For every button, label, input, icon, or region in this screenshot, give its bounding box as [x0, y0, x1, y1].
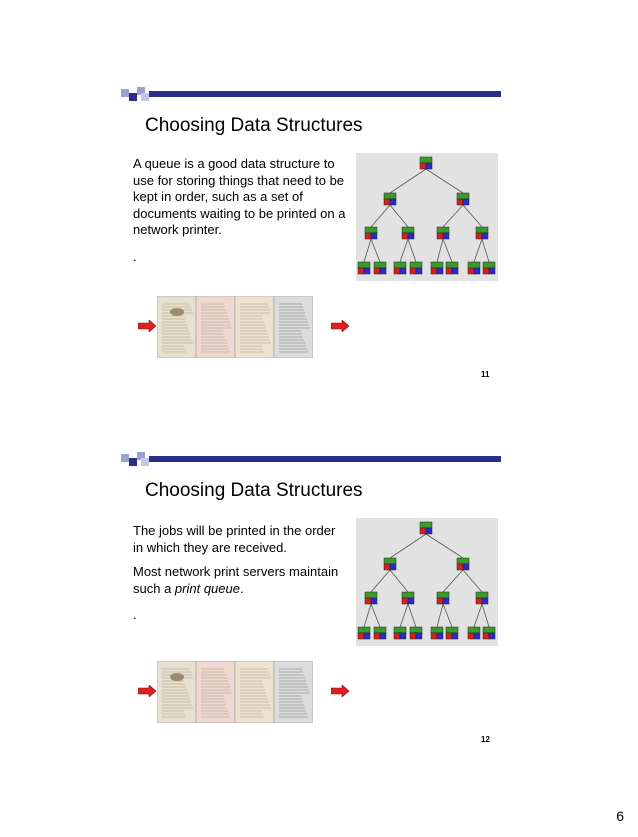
tree-edge: [389, 533, 427, 559]
arrow-right-icon: [330, 684, 350, 698]
tree-node: [419, 521, 433, 535]
tree-node: [436, 226, 450, 240]
slide-12: Choosing Data Structures The jobs will b…: [0, 365, 638, 765]
tree-edge: [473, 238, 483, 263]
slide-body: The jobs will be printed in the order in…: [133, 523, 348, 632]
binary-tree-diagram: [356, 153, 498, 281]
tree-node: [373, 626, 387, 640]
print-queue-term: print queue: [174, 580, 240, 596]
document-page: [273, 661, 314, 723]
title-decoration: [121, 450, 501, 466]
tree-node: [373, 261, 387, 275]
arrow-right-icon: [137, 319, 157, 333]
tree-node: [430, 261, 444, 275]
tree-node: [482, 626, 496, 640]
tree-node: [419, 156, 433, 170]
tree-edge: [425, 533, 464, 559]
tree-node: [393, 261, 407, 275]
tree-node: [401, 591, 415, 605]
tree-edge: [399, 603, 409, 628]
title-decoration: [121, 85, 501, 101]
tree-node: [393, 626, 407, 640]
tree-edge: [370, 204, 391, 228]
body-paragraph: Most network print servers maintain such…: [133, 564, 339, 596]
body-dot: .: [133, 248, 137, 264]
tree-edge: [370, 569, 391, 593]
tree-node: [445, 261, 459, 275]
tree-node: [383, 192, 397, 206]
document-page: [157, 661, 197, 723]
tree-edge: [363, 238, 372, 263]
tree-edge: [462, 204, 483, 228]
tree-node: [409, 261, 423, 275]
tree-edge: [481, 603, 490, 628]
page-number: 6: [616, 808, 624, 824]
tree-edge: [473, 603, 483, 628]
tree-edge: [442, 204, 464, 228]
tree-edge: [462, 569, 483, 593]
tree-node: [467, 261, 481, 275]
tree-edge: [399, 238, 409, 263]
tree-node: [445, 626, 459, 640]
tree-edge: [436, 603, 444, 628]
tree-node: [364, 591, 378, 605]
document-page: [195, 296, 236, 358]
document-page: [157, 296, 197, 358]
tree-edge: [442, 569, 464, 593]
tree-edge: [425, 168, 464, 194]
tree-node: [364, 226, 378, 240]
body-dot: .: [133, 607, 137, 622]
tree-node: [401, 226, 415, 240]
document-page: [234, 296, 275, 358]
tree-node: [430, 626, 444, 640]
document-queue-image: [157, 296, 349, 358]
binary-tree-diagram: [356, 518, 498, 646]
tree-edge: [407, 603, 417, 628]
tree-edge: [389, 168, 427, 194]
arrow-right-icon: [137, 684, 157, 698]
tree-edge: [436, 238, 444, 263]
tree-edge: [370, 603, 381, 628]
tree-node: [482, 261, 496, 275]
tree-edge: [442, 603, 453, 628]
arrow-right-icon: [330, 319, 350, 333]
document-queue-image: [157, 661, 349, 723]
tree-node: [357, 626, 371, 640]
tree-node: [475, 226, 489, 240]
slide-title: Choosing Data Structures: [145, 480, 363, 501]
tree-node: [436, 591, 450, 605]
slide-title: Choosing Data Structures: [145, 115, 363, 136]
slide-number: 11: [481, 370, 490, 379]
body-paragraph: A queue is a good data structure to use …: [133, 156, 346, 237]
tree-edge: [442, 238, 453, 263]
document-page: [234, 661, 275, 723]
slide-11: Choosing Data Structures A queue is a go…: [0, 0, 638, 400]
body-paragraph: The jobs will be printed in the order in…: [133, 523, 336, 555]
tree-node: [456, 192, 470, 206]
slide-number: 12: [481, 735, 490, 744]
tree-edge: [363, 603, 372, 628]
tree-edge: [389, 204, 409, 228]
document-page: [273, 296, 314, 358]
tree-node: [357, 261, 371, 275]
tree-node: [475, 591, 489, 605]
tree-edge: [407, 238, 417, 263]
tree-node: [467, 626, 481, 640]
tree-edge: [481, 238, 490, 263]
tree-edge: [389, 569, 409, 593]
document-page: [195, 661, 236, 723]
tree-edge: [370, 238, 381, 263]
tree-node: [409, 626, 423, 640]
slide-body: A queue is a good data structure to use …: [133, 156, 348, 273]
tree-node: [456, 557, 470, 571]
tree-node: [383, 557, 397, 571]
